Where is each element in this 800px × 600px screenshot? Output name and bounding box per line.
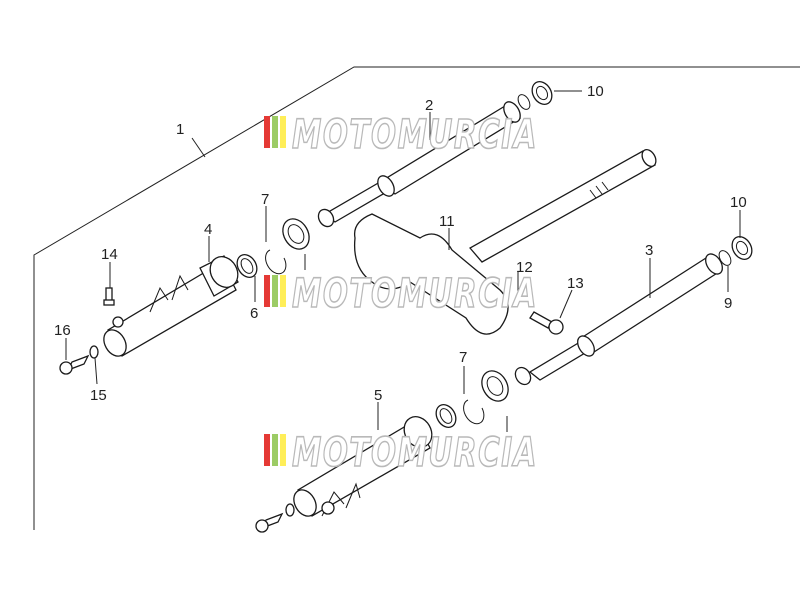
watermark-text: MOTOMURCIA — [292, 112, 538, 158]
callout-9: 9 — [724, 295, 732, 312]
callout-7-lower: 7 — [459, 349, 467, 366]
watermark-text: MOTOMURCIA — [292, 271, 538, 317]
watermark-stripe-red — [264, 434, 270, 466]
watermark-text: MOTOMURCIA — [292, 430, 538, 476]
part-fork-slider-left[interactable] — [99, 252, 243, 360]
watermark-stripe-yellow — [280, 116, 286, 148]
watermark-stripe-red — [264, 275, 270, 307]
part-small-bolt-14[interactable] — [103, 287, 115, 306]
callout-12: 12 — [516, 259, 533, 276]
callout-6: 6 — [250, 305, 258, 322]
part-circlip[interactable] — [265, 249, 485, 425]
leader-lines — [65, 90, 741, 432]
watermark-stripe-green — [272, 434, 278, 466]
callout-16: 16 — [54, 322, 71, 339]
callout-11: 11 — [439, 213, 455, 230]
part-top-cap[interactable] — [528, 78, 756, 263]
part-clamp-bolt[interactable] — [529, 311, 564, 335]
watermark-bottom: MOTOMURCIA — [264, 429, 538, 477]
part-fork-slider-right[interactable] — [289, 412, 437, 520]
part-oil-seal[interactable] — [278, 214, 514, 406]
callout-10-upper: 10 — [587, 83, 604, 100]
callout-2: 2 — [425, 97, 433, 114]
part-bolt-16[interactable] — [59, 354, 284, 533]
part-o-ring[interactable] — [516, 93, 734, 268]
watermark-stripe-green — [272, 275, 278, 307]
part-fork-tube-lower[interactable] — [512, 251, 725, 387]
watermark-stripe-green — [272, 116, 278, 148]
callout-5: 5 — [374, 387, 382, 404]
part-fork-tube-upper[interactable] — [315, 99, 523, 229]
watermark-stripe-yellow — [280, 275, 286, 307]
callout-13: 13 — [567, 275, 584, 292]
callout-14: 14 — [101, 246, 118, 263]
watermark-stripe-yellow — [280, 434, 286, 466]
callout-7-upper: 7 — [261, 191, 269, 208]
part-bushing[interactable] — [233, 251, 460, 431]
callout-15: 15 — [90, 387, 107, 404]
callout-10-right: 10 — [730, 194, 747, 211]
assembly-bracket — [33, 66, 800, 530]
callout-1: 1 — [176, 121, 184, 138]
watermark-middle: MOTOMURCIA — [264, 270, 538, 318]
watermark-top: MOTOMURCIA — [264, 111, 538, 159]
watermark-stripe-red — [264, 116, 270, 148]
callout-labels: 1 2 3 4 5 6 7 7 9 10 10 11 12 13 14 15 1… — [54, 83, 747, 404]
part-washer-15[interactable] — [89, 345, 295, 517]
part-steering-stem[interactable] — [353, 147, 659, 335]
callout-3: 3 — [645, 242, 653, 259]
callout-4: 4 — [204, 221, 212, 238]
